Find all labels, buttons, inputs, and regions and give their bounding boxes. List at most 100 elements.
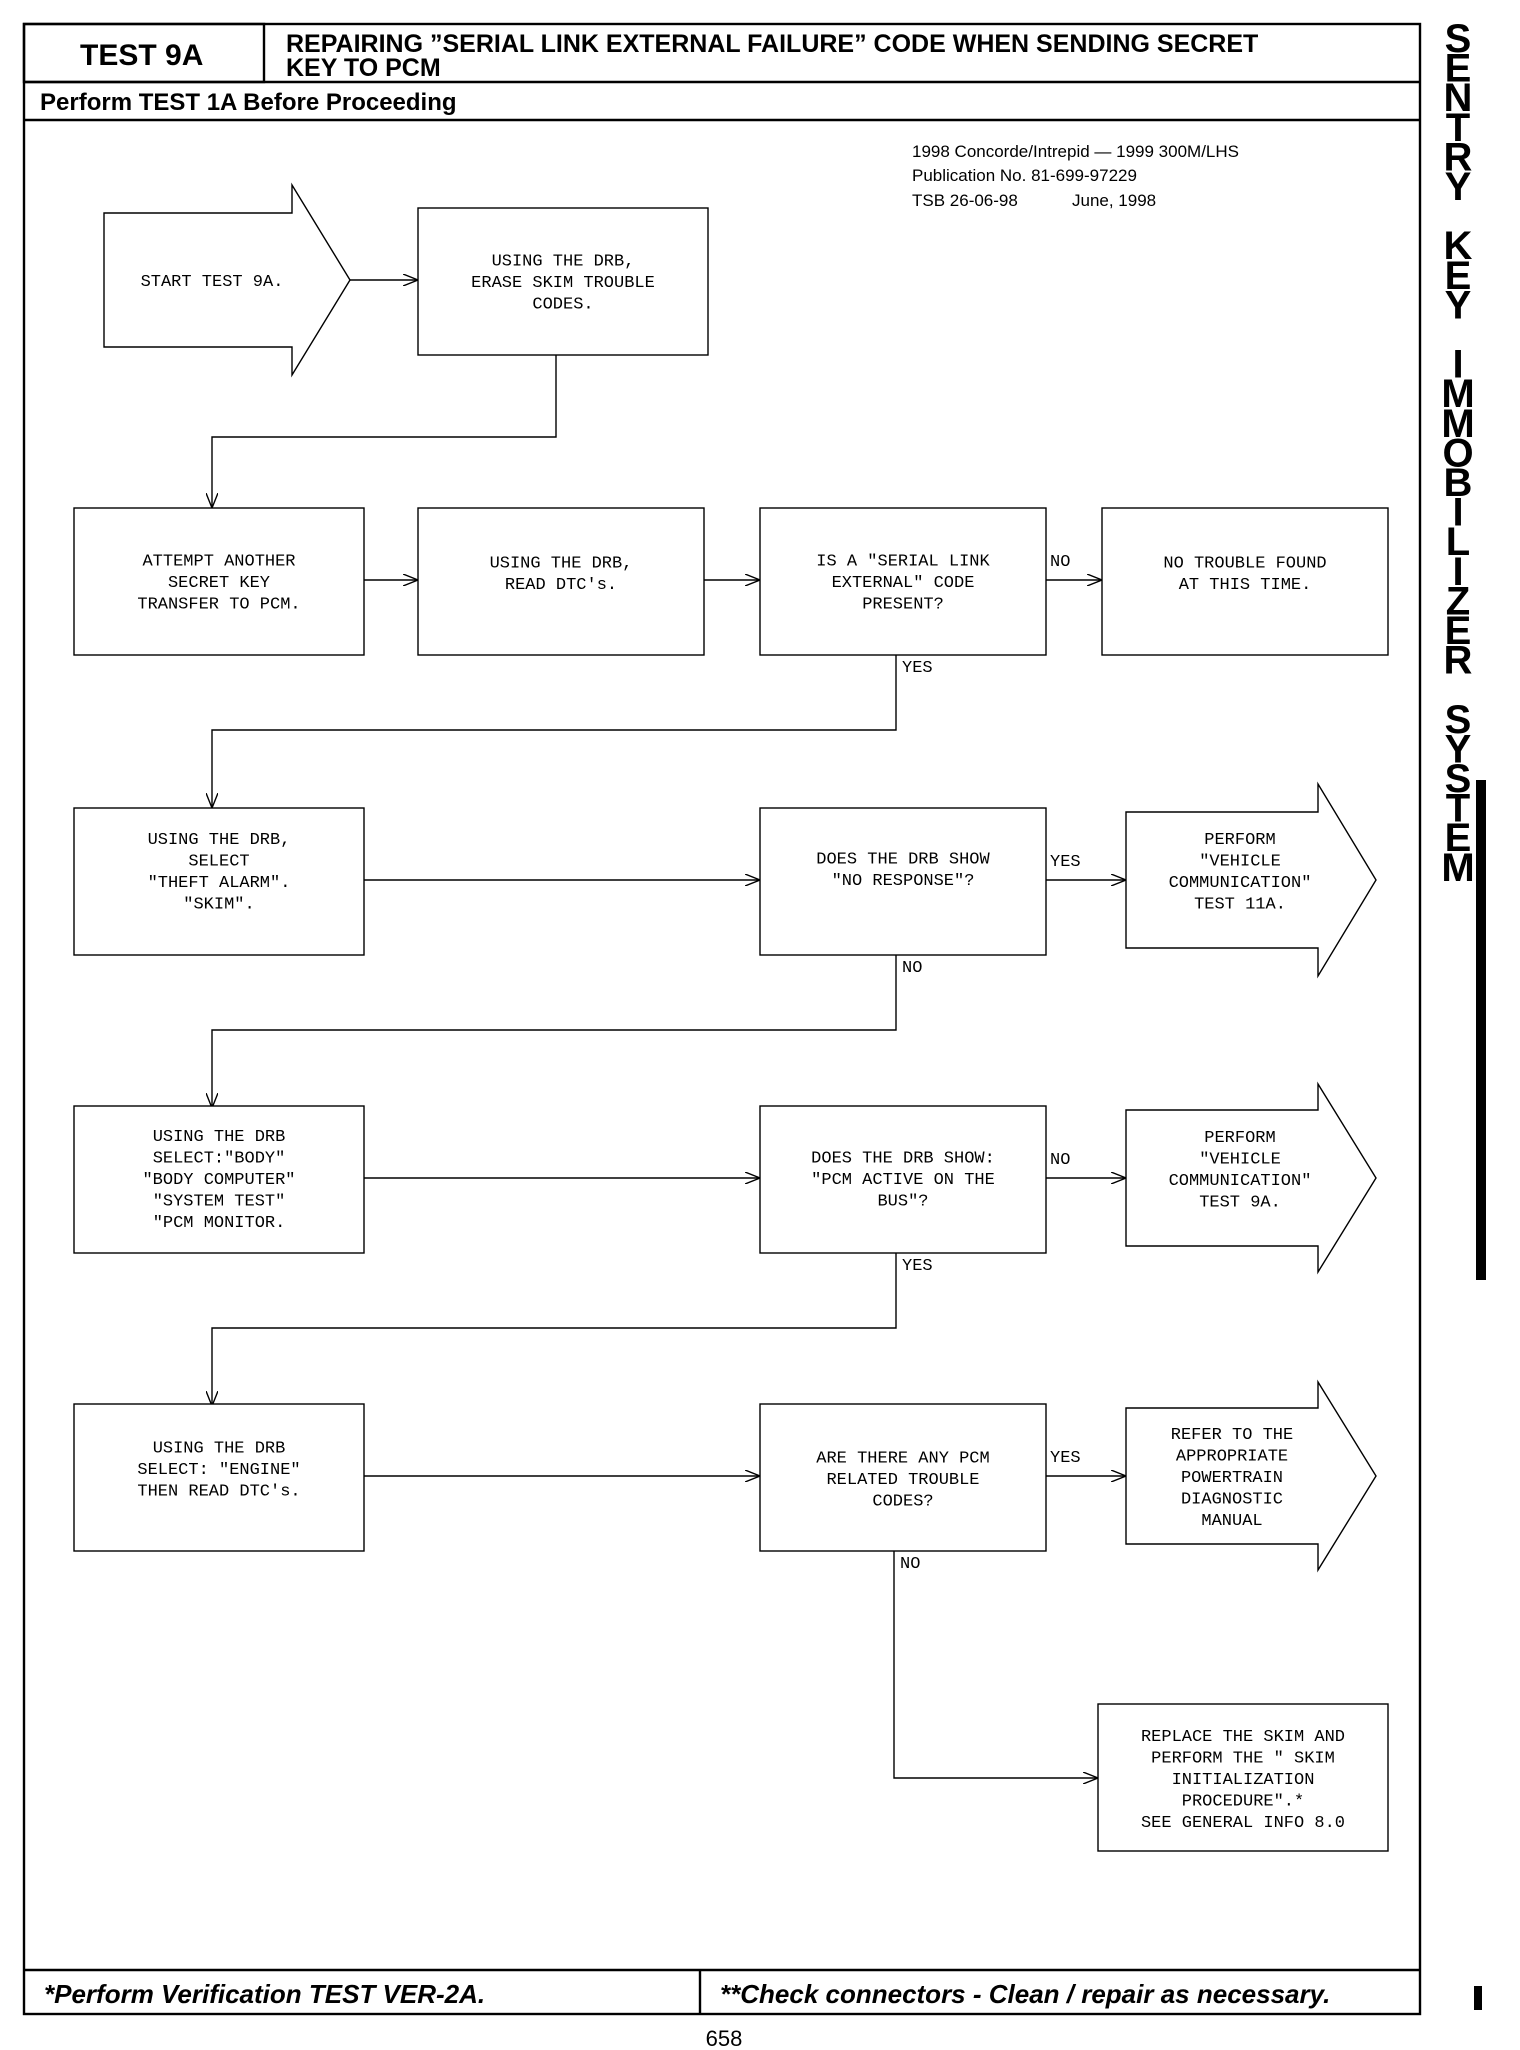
footer-verification-note: *Perform Verification TEST VER-2A. — [44, 1979, 485, 2009]
node-replace-skim — [1097, 1703, 1389, 1852]
side-title-letter: Y — [1445, 283, 1472, 327]
node-text-perform-9a: PERFORM — [1204, 1129, 1275, 1148]
node-select-theft — [73, 807, 365, 956]
node-text-replace-skim: SEE GENERAL INFO 8.0 — [1141, 1814, 1345, 1833]
page-title-line2: KEY TO PCM — [286, 54, 441, 82]
arrow-erase-to-attempt — [212, 355, 557, 508]
node-text-q-pcm-codes: CODES? — [872, 1493, 933, 1512]
label-serial-yes: YES — [902, 659, 933, 678]
side-title-letter: E — [1445, 254, 1472, 298]
side-title-letter: L — [1446, 520, 1470, 564]
node-text-q-serial: IS A "SERIAL LINK — [816, 553, 990, 572]
side-title-letter: I — [1452, 550, 1463, 594]
node-text-select-engine: THEN READ DTC's. — [137, 1483, 300, 1502]
node-text-q-no-response: "NO RESPONSE"? — [832, 872, 975, 891]
side-title-letter: I — [1452, 343, 1463, 387]
node-q-no-response — [759, 807, 1047, 956]
node-text-erase: USING THE DRB, — [492, 253, 635, 272]
node-read-dtc — [417, 507, 705, 656]
node-text-q-serial: PRESENT? — [862, 596, 944, 615]
revision-bar — [1476, 780, 1486, 1280]
node-start — [103, 182, 351, 378]
node-text-erase: ERASE SKIM TROUBLE — [471, 274, 655, 293]
node-text-read-dtc: READ DTC's. — [505, 576, 617, 595]
node-text-replace-skim: REPLACE THE SKIM AND — [1141, 1728, 1345, 1747]
node-text-perform-11a: "VEHICLE — [1199, 852, 1281, 871]
node-text-select-theft: USING THE DRB, — [148, 831, 291, 850]
page-subtitle: Perform TEST 1A Before Proceeding — [40, 89, 457, 116]
side-title-letter: M — [1441, 846, 1474, 890]
label-pcmcodes-yes: YES — [1050, 1449, 1081, 1468]
node-text-read-dtc: USING THE DRB, — [490, 554, 633, 573]
node-q-serial — [759, 507, 1047, 656]
side-title-letter: I — [1452, 491, 1463, 535]
side-title-letter: O — [1442, 431, 1473, 475]
node-text-replace-skim: PROCEDURE".* — [1182, 1793, 1304, 1812]
label-pcmactive-yes: YES — [902, 1257, 933, 1276]
test-id: TEST 9A — [80, 39, 203, 72]
label-noresponse-yes: YES — [1050, 853, 1081, 872]
side-title-letter: S — [1445, 17, 1472, 61]
publication-line2: Publication No. 81-699-97229 — [912, 166, 1137, 185]
side-title-letter: M — [1441, 402, 1474, 446]
node-text-replace-skim: PERFORM THE " SKIM — [1151, 1750, 1335, 1769]
node-text-refer-manual: POWERTRAIN — [1181, 1469, 1283, 1488]
page-frame — [22, 22, 1422, 2016]
arrow-pcmcodes-no — [893, 1550, 1098, 1778]
side-title-letter: E — [1445, 609, 1472, 653]
node-text-refer-manual: APPROPRIATE — [1176, 1448, 1288, 1467]
flow-node-texts: START TEST 9A.USING THE DRB,ERASE SKIM T… — [137, 253, 1345, 1834]
node-q-pcm-active — [759, 1105, 1047, 1254]
node-text-perform-11a: TEST 11A. — [1194, 895, 1286, 914]
node-text-select-theft: SELECT — [188, 852, 249, 871]
label-pcmcodes-no: NO — [900, 1555, 920, 1574]
node-text-no-trouble: NO TROUBLE FOUND — [1163, 554, 1326, 573]
node-text-q-pcm-active: DOES THE DRB SHOW: — [811, 1150, 995, 1169]
side-title-letter: K — [1444, 224, 1473, 268]
side-title-letter: E — [1445, 47, 1472, 91]
side-title-letter: Y — [1445, 727, 1472, 771]
node-text-select-body: "PCM MONITOR. — [153, 1214, 286, 1233]
side-title-letter: Z — [1446, 579, 1470, 623]
label-pcmactive-no: NO — [1050, 1151, 1070, 1170]
node-text-no-trouble: AT THIS TIME. — [1179, 576, 1312, 595]
side-title-letter: S — [1445, 757, 1472, 801]
node-text-perform-11a: PERFORM — [1204, 831, 1275, 850]
side-title-letter: R — [1444, 135, 1473, 179]
side-title-letter: T — [1446, 106, 1470, 150]
publication-line1: 1998 Concorde/Intrepid — 1999 300M/LHS — [912, 142, 1239, 161]
arrow-noresponse-no — [212, 954, 897, 1108]
node-text-attempt: TRANSFER TO PCM. — [137, 596, 300, 615]
footer-connector-note: **Check connectors - Clean / repair as n… — [720, 1979, 1330, 2009]
node-text-q-pcm-active: "PCM ACTIVE ON THE — [811, 1171, 995, 1190]
side-title-letter: R — [1444, 639, 1473, 683]
node-perform-9a — [1125, 1081, 1377, 1275]
node-text-select-body: "SYSTEM TEST" — [153, 1193, 286, 1212]
label-noresponse-no: NO — [902, 959, 922, 978]
node-refer-manual — [1125, 1379, 1377, 1573]
node-text-refer-manual: MANUAL — [1201, 1512, 1262, 1531]
node-text-select-theft: "THEFT ALARM". — [148, 874, 291, 893]
side-title-letter: M — [1441, 372, 1474, 416]
side-title-letter: E — [1445, 816, 1472, 860]
node-text-select-engine: USING THE DRB — [153, 1440, 286, 1459]
side-title-letter: T — [1446, 787, 1470, 831]
page-number: 658 — [706, 2026, 743, 2050]
node-text-refer-manual: REFER TO THE — [1171, 1426, 1293, 1445]
publication-tsb: TSB 26-06-98 — [912, 191, 1018, 210]
node-text-perform-9a: TEST 9A. — [1199, 1193, 1281, 1212]
node-erase — [417, 207, 709, 356]
node-text-select-body: "BODY COMPUTER" — [142, 1171, 295, 1190]
node-no-trouble — [1101, 507, 1389, 656]
node-text-attempt: ATTEMPT ANOTHER — [142, 553, 295, 572]
flow-connectors — [212, 280, 1126, 1778]
node-text-q-pcm-active: BUS"? — [877, 1193, 928, 1212]
node-text-select-engine: SELECT: "ENGINE" — [137, 1461, 300, 1480]
side-title-letter: S — [1445, 698, 1472, 742]
revision-mark-bottom — [1474, 1986, 1482, 2010]
node-q-pcm-codes — [759, 1403, 1047, 1552]
node-text-q-no-response: DOES THE DRB SHOW — [816, 850, 990, 869]
side-title-letter: N — [1444, 76, 1473, 120]
node-text-perform-11a: COMMUNICATION" — [1169, 874, 1312, 893]
